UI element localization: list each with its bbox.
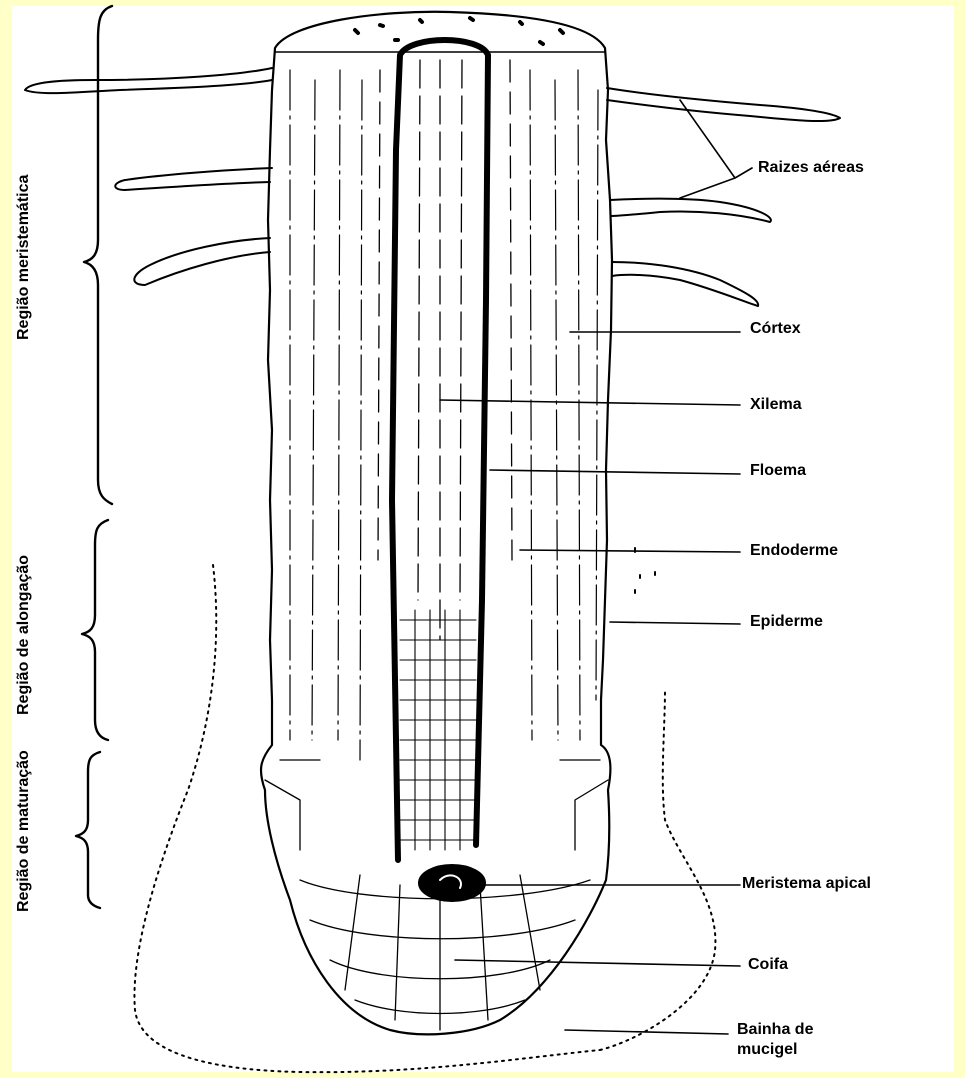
label-mucigel: mucigel (737, 1041, 797, 1059)
label-regiao-alongacao: Região de alongação (15, 555, 33, 715)
cap-lateral-cells (265, 760, 608, 850)
cortex-cells-left (290, 70, 362, 760)
label-meristema-apical: Meristema apical (742, 875, 871, 893)
mucigel-sheath-outline (134, 565, 715, 1072)
leader-coifa (455, 960, 740, 966)
root-hair-right-3 (612, 262, 758, 306)
leader-epiderme (610, 622, 740, 624)
root-hair-left-2 (115, 168, 272, 190)
xylem-lines (418, 60, 462, 640)
label-endoderme: Endoderme (750, 542, 838, 560)
leader-endoderme (520, 550, 740, 552)
apical-meristem (419, 865, 485, 901)
root-hair-right-2 (610, 199, 771, 222)
root-hair-left-3 (134, 238, 270, 285)
label-regiao-maturacao: Região de maturação (15, 750, 33, 912)
brace-alongacao (82, 520, 108, 740)
root-hair-right-1 (607, 88, 840, 121)
label-coifa: Coifa (748, 956, 788, 974)
label-raizes-aereas: Raizes aéreas (758, 159, 864, 177)
label-bainha-de: Bainha de (737, 1021, 813, 1039)
label-regiao-meristematica: Região meristemática (15, 175, 33, 340)
label-cortex: Córtex (750, 320, 801, 338)
label-epiderme: Epiderme (750, 613, 823, 631)
label-xilema: Xilema (750, 396, 802, 414)
brace-maturacao (76, 752, 100, 908)
root-hair-left-1 (25, 68, 272, 93)
mucigel-sheath-dots (635, 548, 655, 593)
leader-floema (490, 470, 740, 474)
label-floema: Floema (750, 462, 806, 480)
vascular-cylinder (392, 40, 488, 860)
cortex-cells-right (530, 70, 598, 740)
meristem-cell-grid (400, 610, 476, 850)
